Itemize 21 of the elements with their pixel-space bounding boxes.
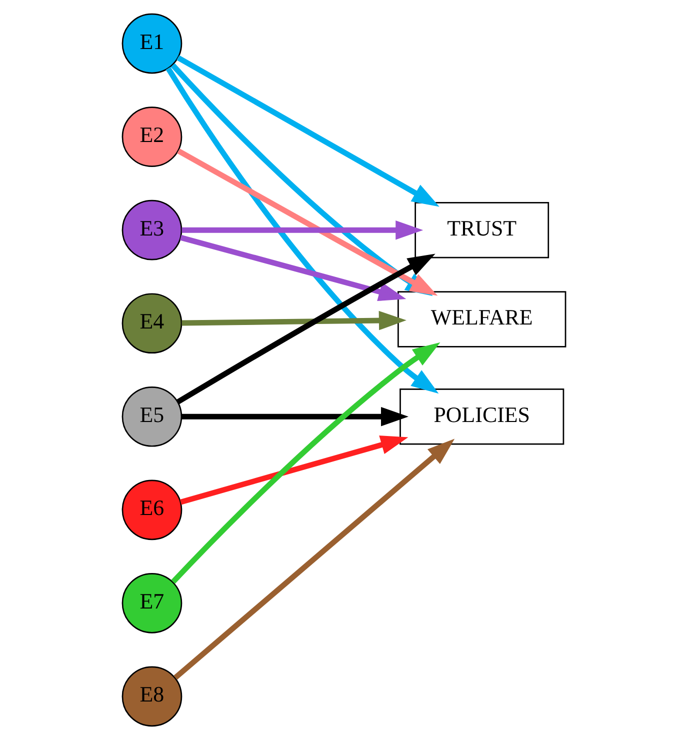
node-circle: E8 bbox=[121, 666, 182, 727]
arrow bbox=[176, 254, 435, 404]
arrow bbox=[176, 55, 439, 207]
arrow bbox=[179, 436, 408, 505]
node-circle: E6 bbox=[121, 480, 182, 540]
arrow bbox=[179, 234, 406, 302]
node-circle: E2 bbox=[121, 106, 182, 167]
arrow bbox=[173, 438, 454, 680]
arrow bbox=[170, 342, 440, 584]
arrow bbox=[181, 310, 406, 330]
arrow bbox=[181, 220, 423, 240]
node-circle: E4 bbox=[121, 293, 182, 354]
arrow bbox=[181, 407, 408, 426]
node-circle: E3 bbox=[121, 200, 182, 260]
node-box: WELFARE bbox=[397, 291, 566, 348]
node-box: POLICIES bbox=[399, 388, 564, 445]
node-circle: E7 bbox=[121, 573, 182, 634]
arrow bbox=[165, 66, 438, 394]
node-circle: E1 bbox=[121, 13, 182, 74]
node-circle: E5 bbox=[121, 386, 182, 447]
node-box: TRUST bbox=[414, 202, 549, 258]
